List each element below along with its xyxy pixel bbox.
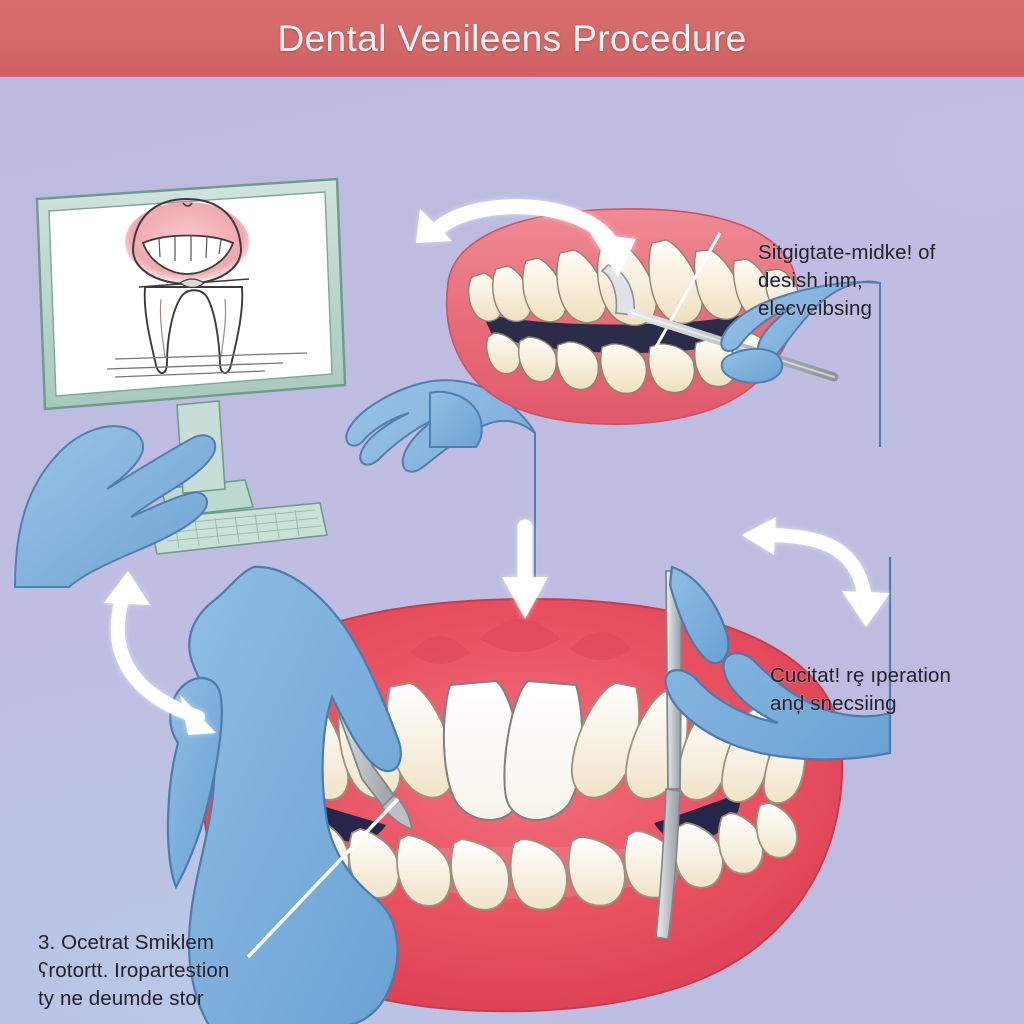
gloved-hand-right <box>345 379 536 587</box>
mouth-interior <box>482 309 766 354</box>
step-label-consultation: Sitgigtate-midke! of desish inm, elecvei… <box>758 241 936 320</box>
step-label-preparation: Cucitat! rȩ ıperation anḑ snecsiing <box>770 664 951 715</box>
page-title: Dental Venileens Procedure <box>277 17 747 59</box>
arrow-down <box>498 515 552 625</box>
step-label-final-result: 3. Ocetrat Smiklem ʕrotortt. Iropartesti… <box>38 931 230 1010</box>
arrow-top <box>398 185 648 290</box>
infographic-canvas: Sitgigtate-midke! of desish inm, elecvei… <box>0 77 1024 1024</box>
panel-full-mouth-veneers <box>150 557 892 1024</box>
gloved-hand-holding-tool <box>720 280 881 447</box>
tooth-diagram-on-screen <box>106 197 308 378</box>
arrow-right <box>728 509 898 629</box>
upper-teeth-row <box>467 239 801 327</box>
arrow-left <box>88 565 248 745</box>
gloved-hand-left <box>13 425 217 588</box>
gloved-hand-corner <box>429 390 483 448</box>
pointer-line-step3 <box>246 797 400 959</box>
upper-teeth-row-large <box>219 679 807 821</box>
monitor-frame <box>35 177 347 411</box>
gloved-hand-right-large <box>664 557 892 761</box>
header-banner: Dental Venileens Procedure <box>0 0 1024 77</box>
panel-teeth-with-tool <box>429 187 881 448</box>
panel-dental-scan-monitor <box>13 137 536 588</box>
